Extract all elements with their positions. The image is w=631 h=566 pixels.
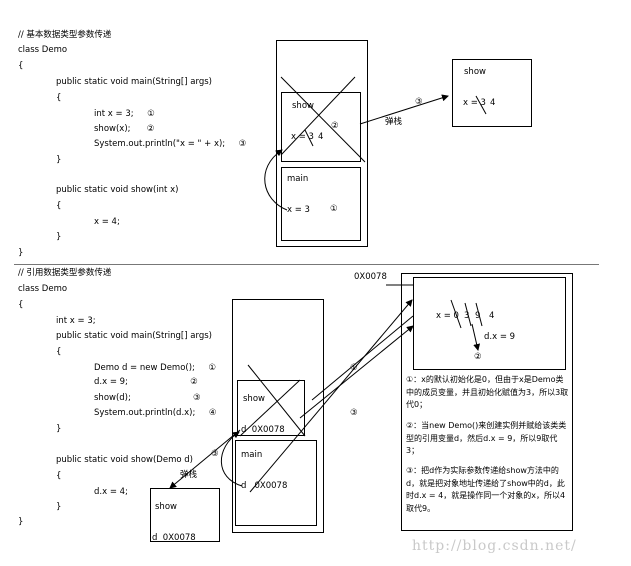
s1-strike-popped-3 [475, 95, 487, 115]
s1-popped-frame-title: show [464, 67, 486, 77]
s1-main-close: } [56, 155, 62, 165]
s2-heap-down-arrow [471, 323, 481, 351]
s2-main-open: { [56, 347, 62, 357]
s1-pop-label: 弹栈 [385, 117, 403, 127]
s2-step3a: ③ [350, 408, 358, 418]
s1-show-open: { [56, 201, 62, 211]
s2-cross-line-b [239, 379, 301, 437]
s2-show-frame [237, 380, 305, 436]
s2-strike-0 [450, 299, 462, 329]
s1-show-frame-new: 4 [318, 132, 324, 142]
s1-close: } [18, 248, 24, 258]
s1-stack [276, 40, 368, 247]
s1-cross-line-a [280, 76, 366, 163]
s2-show-frame-var: d 0X0078 [241, 425, 285, 435]
s1-pass-curve [264, 149, 288, 211]
s2-heap-val-9: 9 [475, 311, 481, 321]
s2-show-open: { [56, 471, 62, 481]
s2-main-frame-var: d 0X0078 [241, 481, 288, 491]
s1-comment: // 基本数据类型参数传递 [18, 30, 112, 40]
s2-open: { [18, 300, 24, 310]
s2-main-frame-title: main [241, 450, 263, 460]
s2-step1: ① [350, 363, 358, 373]
s2-address: 0X0078 [354, 272, 387, 282]
s2-show-close: } [56, 502, 62, 512]
s2-pop-label: 弹栈 [180, 470, 198, 480]
s2-heap [401, 273, 573, 531]
s1-line-print: System.out.println("x = " + x); ③ [94, 139, 247, 149]
s2-strike-9 [475, 302, 483, 327]
s1-open: { [18, 61, 24, 71]
s2-popped-frame-var: d 0X0078 [152, 533, 196, 543]
s1-line-int: int x = 3; ① [94, 109, 155, 119]
s2-main-ref-arrow [249, 299, 413, 493]
s2-heap-step: ② [474, 352, 482, 362]
s1-strike-show-3 [304, 129, 314, 147]
s1-main-frame-step: ① [330, 204, 338, 214]
s2-class: class Demo [18, 284, 68, 294]
s2-stack [232, 299, 324, 533]
s2-note-1: ①：x的默认初始化是0，但由于x是Demo类中的成员变量，并且初始化赋值为3，所… [406, 375, 569, 409]
s2-heap-object [413, 277, 566, 370]
s2-line-show: show(d); ③ [94, 393, 201, 403]
s1-show-frame-title: show [292, 101, 314, 111]
s2-note-2: ②：当new Demo()来创建实例并赋给该类类型的引用变量d，然后d.x = … [406, 421, 567, 455]
s2-pass-curve [220, 431, 243, 487]
s2-main-close: } [56, 424, 62, 434]
s1-show-frame [281, 92, 361, 162]
s1-main-sig: public static void main(String[] args) [56, 77, 212, 87]
s2-line-new: Demo d = new Demo(); ① [94, 363, 217, 373]
s1-main-open: { [56, 93, 62, 103]
watermark: http://blog.csdn.net/ [412, 538, 577, 554]
s2-show-body: d.x = 4; [94, 487, 128, 497]
s1-main-frame-var: x = 3 [287, 205, 310, 215]
s2-heap-val-4: 4 [489, 311, 495, 321]
section-divider [14, 264, 599, 265]
s2-show-ref-arrow [299, 325, 414, 419]
s2-note-3: ③：把d作为实际参数传递给show方法中的d，就是把对象地址传递给了show中的… [406, 466, 566, 513]
s1-line-show: show(x); ② [94, 124, 155, 134]
s2-step3b: ③ [211, 449, 219, 459]
s2-strike-3 [464, 302, 472, 327]
s1-popped-frame-var: x = 3 [463, 98, 486, 108]
s2-cross-line-a [247, 364, 306, 437]
s1-main-frame [281, 167, 361, 241]
s2-new-ref-arrow [311, 315, 414, 401]
s2-field: int x = 3; [56, 316, 96, 326]
s2-line-print: System.out.println(d.x); ④ [94, 408, 217, 418]
s1-show-frame-step: ② [331, 121, 339, 131]
s1-show-sig: public static void show(int x) [56, 185, 179, 195]
s2-heap-assign: d.x = 9 [484, 332, 516, 342]
s1-pop-step: ③ [415, 97, 423, 107]
s2-pop-arrow [169, 429, 241, 489]
s1-main-frame-title: main [287, 174, 309, 184]
s2-show-sig: public static void show(Demo d) [56, 455, 193, 465]
s2-comment: // 引用数据类型参数传递 [18, 268, 112, 278]
s2-line-assign: d.x = 9; ② [94, 377, 198, 387]
s2-close: } [18, 517, 24, 527]
s2-heap-val-3: 3 [464, 311, 470, 321]
s1-show-close: } [56, 232, 62, 242]
s2-show-frame-title: show [243, 394, 265, 404]
s1-show-frame-var: x = 3 [291, 132, 314, 142]
s2-popped-frame-title: show [155, 502, 177, 512]
s1-popped-frame [452, 59, 532, 127]
s2-popped-frame [150, 488, 220, 542]
s1-show-body: x = 4; [94, 217, 120, 227]
s2-main-sig: public static void main(String[] args) [56, 331, 212, 341]
s1-pop-arrow [359, 94, 449, 125]
s1-popped-frame-new: 4 [490, 98, 496, 108]
s1-cross-line-b [280, 76, 356, 156]
s1-class: class Demo [18, 45, 68, 55]
